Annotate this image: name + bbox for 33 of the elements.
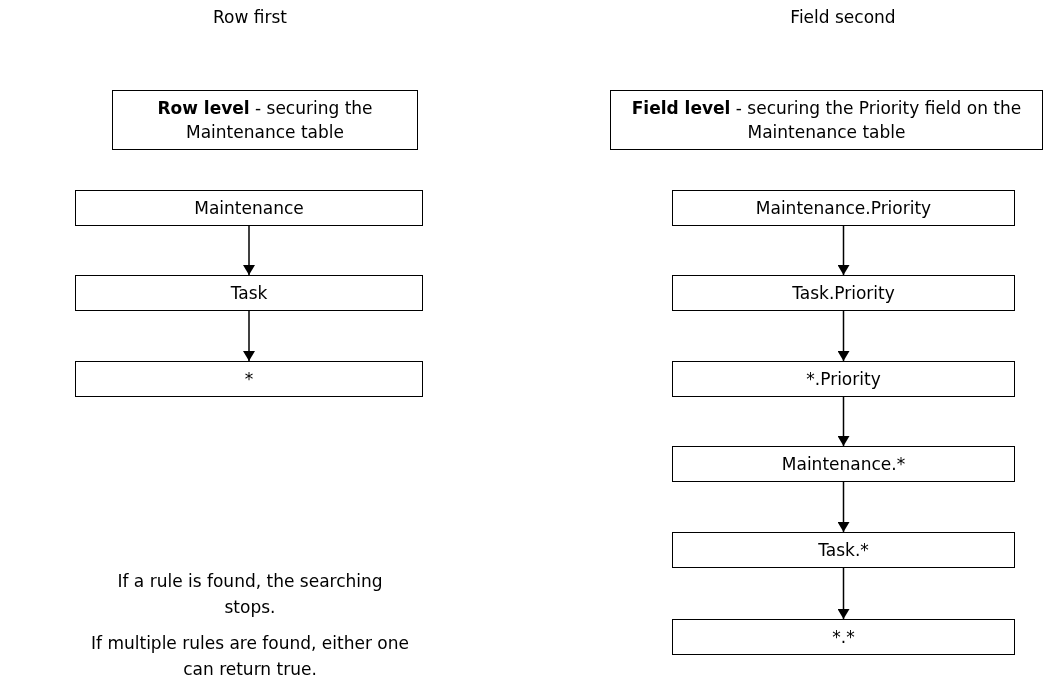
process-box bbox=[672, 275, 1015, 311]
box-text: Maintenance bbox=[194, 197, 304, 220]
note-text: If multiple rules are found, either one can return true. bbox=[90, 632, 410, 681]
arrow bbox=[837, 396, 850, 447]
arrow bbox=[837, 567, 850, 620]
note-text: If a rule is found, the searching stops. bbox=[116, 570, 384, 619]
process-box bbox=[672, 619, 1015, 655]
column-heading: Row first bbox=[212, 6, 288, 29]
box-text: Task bbox=[230, 282, 268, 305]
process-box bbox=[75, 361, 423, 397]
arrow bbox=[243, 225, 255, 276]
box-text: *.Priority bbox=[806, 368, 881, 391]
process-box bbox=[75, 190, 423, 226]
process-box bbox=[672, 190, 1015, 226]
box-text: Field level - securing the Priority field on the Maintenance table bbox=[630, 97, 1023, 144]
process-box bbox=[672, 446, 1015, 482]
box-text: Row level - securing the Maintenance table bbox=[156, 97, 374, 144]
box-text: Maintenance.* bbox=[781, 453, 906, 476]
box-text: Task.* bbox=[818, 539, 869, 562]
box-text: Task.Priority bbox=[792, 282, 895, 305]
process-box bbox=[75, 275, 423, 311]
column-heading: Field second bbox=[789, 6, 897, 29]
process-box bbox=[112, 90, 418, 150]
box-text: * bbox=[244, 368, 254, 391]
arrow bbox=[243, 310, 255, 362]
process-box bbox=[672, 361, 1015, 397]
arrow bbox=[837, 481, 850, 533]
box-text: Maintenance.Priority bbox=[755, 197, 932, 220]
process-box bbox=[672, 532, 1015, 568]
process-box bbox=[610, 90, 1043, 150]
arrow bbox=[837, 310, 850, 362]
arrow bbox=[837, 225, 850, 276]
box-text: *.* bbox=[832, 626, 855, 649]
